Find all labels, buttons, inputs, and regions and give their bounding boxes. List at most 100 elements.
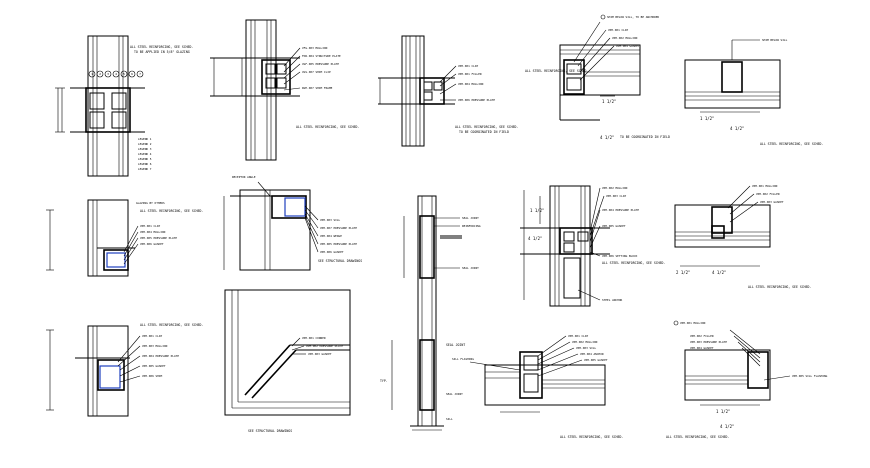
- svg-text:VPH-002 PRESSURE PLATE: VPH-002 PRESSURE PLATE: [306, 344, 343, 348]
- svg-text:7: 7: [139, 72, 141, 76]
- svg-text:2: 2: [99, 72, 101, 76]
- svg-text:VPH-004 MULLION: VPH-004 MULLION: [458, 82, 484, 86]
- svg-text:REINFORCING: REINFORCING: [462, 224, 481, 228]
- detail-14-callouts: SILL FLASHING VPH-001 CLIP VPH-002 MULLI…: [452, 334, 608, 377]
- svg-text:VFG-003 MULLION: VFG-003 MULLION: [302, 46, 328, 50]
- detail-10-sill-section: VPH-001 MULLION VPH-002 FILLER VPH-003 G…: [674, 184, 811, 289]
- detail-6-callouts: GLAZING BY OTHERS VPH-001 CLIP VPH-004 M…: [123, 201, 177, 265]
- svg-text:VPH-005 GASKET: VPH-005 GASKET: [584, 358, 608, 362]
- svg-text:VPH-005 PRESSURE PLATE: VPH-005 PRESSURE PLATE: [140, 236, 177, 240]
- svg-text:WVE-007 SHIM FRAME: WVE-007 SHIM FRAME: [302, 86, 333, 90]
- detail-9-dim-1: 1 1/2": [530, 208, 544, 213]
- svg-text:LEGEND 2: LEGEND 2: [138, 142, 152, 146]
- detail-13-callout-1: SEAL JOINT: [446, 392, 463, 396]
- svg-text:LEGEND 6: LEGEND 6: [138, 162, 152, 166]
- detail-9-callouts: VPH-002 MULLION VPH-003 CLIP VPH-004 PRE…: [577, 186, 639, 302]
- detail-7-callouts: RECEPTOR ANGLE VPH-003 SILL VPH-007 PRES…: [232, 175, 357, 254]
- detail-1-mullion-section: ALL STEEL REINFORCING, SEE SCHED. TO BE …: [55, 35, 193, 177]
- svg-text:VPH-003 SILL: VPH-003 SILL: [576, 346, 597, 350]
- detail-11-callouts: VPH-001 CLIP VPH-003 MULLION VPH-004 PRE…: [117, 334, 179, 383]
- svg-text:VPH-004 PRESSURE PLATE: VPH-004 PRESSURE PLATE: [142, 354, 179, 358]
- detail-1-marks: 1 2 3 4 5 6 7: [88, 70, 144, 78]
- svg-text:VPH-001 CLIP: VPH-001 CLIP: [608, 28, 629, 32]
- svg-text:VPH-001 CLIP: VPH-001 CLIP: [568, 334, 589, 338]
- svg-text:VPH-002 MULLION: VPH-002 MULLION: [612, 36, 638, 40]
- svg-text:VPH-003 GASKET: VPH-003 GASKET: [760, 200, 784, 204]
- svg-text:STEEL ANCHOR: STEEL ANCHOR: [602, 298, 623, 302]
- detail-11-jamb-section: VPH-001 CLIP VPH-003 MULLION VPH-004 PRE…: [46, 323, 203, 417]
- svg-text:VPH-002 FILLER: VPH-002 FILLER: [690, 334, 714, 338]
- detail-4-dim-2: 4 1/2": [600, 135, 614, 140]
- svg-text:LEGEND 5: LEGEND 5: [138, 157, 152, 161]
- svg-text:VPH-001 CLIP: VPH-001 CLIP: [140, 224, 161, 228]
- detail-4-callouts: SHIM BELOW SILL, TO BE ANCHORED VPH-001 …: [573, 14, 660, 81]
- svg-text:VPH-006 SETTING BLOCK: VPH-006 SETTING BLOCK: [602, 254, 638, 258]
- svg-text:SEAL JOINT: SEAL JOINT: [462, 216, 479, 220]
- detail-15-sill-section: VPH-001 MULLION VPH-002 FILLER VPH-003 P…: [666, 320, 828, 439]
- detail-2-note: ALL STEEL REINFORCING, SEE SCHED.: [296, 125, 359, 129]
- detail-14-note: ALL STEEL REINFORCING, SEE SCHED.: [560, 435, 623, 439]
- svg-text:VPH-003 MULLION: VPH-003 MULLION: [142, 344, 168, 348]
- svg-text:SEAL JOINT: SEAL JOINT: [462, 266, 479, 270]
- svg-text:VPH-001 CLIP: VPH-001 CLIP: [458, 64, 479, 68]
- svg-text:VPH-007 PRESSURE PLATE: VPH-007 PRESSURE PLATE: [320, 226, 357, 230]
- detail-10-dim-2: 4 1/2": [712, 270, 726, 275]
- svg-text:VPH-002 FILLER: VPH-002 FILLER: [756, 192, 780, 196]
- svg-text:SILL FLASHING: SILL FLASHING: [452, 357, 474, 361]
- svg-text:VGS-007 SHIM CLIP: VGS-007 SHIM CLIP: [302, 70, 331, 74]
- svg-text:6: 6: [131, 72, 133, 76]
- detail-8-callouts: SEAL JOINT REINFORCING SEAL JOINT: [434, 216, 481, 270]
- svg-text:VPH-004 PRESSURE PLATE: VPH-004 PRESSURE PLATE: [602, 208, 639, 212]
- svg-text:5: 5: [123, 72, 125, 76]
- svg-text:VPH-006 PRESSURE PLATE: VPH-006 PRESSURE PLATE: [458, 98, 495, 102]
- svg-text:VPH-004 GASKET: VPH-004 GASKET: [690, 346, 714, 350]
- detail-4-head-section: SHIM BELOW SILL, TO BE ANCHORED VPH-001 …: [525, 14, 670, 140]
- svg-text:LEGEND 7: LEGEND 7: [138, 167, 152, 171]
- svg-text:VGF-005 PRESSURE PLATE: VGF-005 PRESSURE PLATE: [302, 62, 339, 66]
- svg-text:VPH-006 GASKET: VPH-006 GASKET: [140, 242, 164, 246]
- detail-13-base: SEAL JOINT SEAL JOINT SILL: [446, 343, 465, 421]
- detail-4-dim-1: 1 1/2": [602, 99, 616, 104]
- detail-12-callouts: VPH-001 CORNER VPH-002 PRESSURE PLATE VP…: [291, 336, 343, 356]
- detail-12-corner-section: VPH-001 CORNER VPH-002 PRESSURE PLATE VP…: [224, 289, 351, 433]
- detail-5-dim-1: 1 1/2": [700, 116, 714, 121]
- detail-4-note-2: TO BE COORDINATED IN FIELD: [620, 135, 670, 139]
- svg-text:FOR-004 STRUCTURE PLATE: FOR-004 STRUCTURE PLATE: [302, 54, 341, 58]
- detail-14-sill-section: SILL FLASHING VPH-001 CLIP VPH-002 MULLI…: [452, 334, 623, 439]
- svg-text:SHIM BELOW SILL, TO BE ANCHORE: SHIM BELOW SILL, TO BE ANCHORED: [607, 15, 660, 19]
- detail-10-callouts: VPH-001 MULLION VPH-002 FILLER VPH-003 G…: [727, 184, 784, 223]
- detail-9-note: ALL STEEL REINFORCING, SEE SCHED.: [602, 261, 665, 265]
- svg-text:VPH-004 MULLION: VPH-004 MULLION: [140, 230, 166, 234]
- detail-8-note: TYP.: [380, 379, 388, 383]
- svg-text:VPH-004 ANCHOR: VPH-004 ANCHOR: [580, 352, 604, 356]
- svg-text:VPH-005 PRESSURE PLATE: VPH-005 PRESSURE PLATE: [320, 242, 357, 246]
- detail-15-dim-1: 1 1/2": [716, 409, 730, 414]
- svg-text:RECEPTOR ANGLE: RECEPTOR ANGLE: [232, 175, 256, 179]
- svg-text:VPH-006 SHIM: VPH-006 SHIM: [142, 374, 163, 378]
- detail-13-callout-2: SILL: [446, 417, 453, 421]
- detail-3-jamb-section: VPH-001 CLIP VPH-001 FILLER VPH-004 MULL…: [378, 35, 518, 147]
- svg-text:LEGEND 4: LEGEND 4: [138, 152, 152, 156]
- detail-1-legend: LEGEND 1 LEGEND 2 LEGEND 3 LEGEND 4 LEGE…: [138, 137, 152, 171]
- svg-text:VPH-004 WEDGE: VPH-004 WEDGE: [320, 234, 342, 238]
- detail-6-jamb-section: GLAZING BY OTHERS VPH-001 CLIP VPH-004 M…: [46, 199, 203, 277]
- detail-1-note-1: ALL STEEL REINFORCING, SEE SCHED.: [130, 45, 193, 49]
- svg-text:VPH-004 GASKET: VPH-004 GASKET: [616, 44, 640, 48]
- svg-text:VPH-001 CORNER: VPH-001 CORNER: [302, 336, 326, 340]
- svg-text:VPH-003 PRESSURE PLATE: VPH-003 PRESSURE PLATE: [690, 340, 727, 344]
- detail-8-vertical-elevation: SEAL JOINT REINFORCING SEAL JOINT TYP.: [380, 195, 481, 431]
- detail-13-note: SEAL JOINT: [446, 343, 465, 347]
- detail-2-mullion-section: VFG-003 MULLION FOR-004 STRUCTURE PLATE …: [210, 19, 359, 161]
- detail-15-dim-2: 4 1/2": [720, 424, 734, 429]
- detail-1-note-2: TO BE APPLIED IN 5/8" GLAZING: [134, 50, 190, 54]
- svg-text:GLAZING BY OTHERS: GLAZING BY OTHERS: [136, 201, 165, 205]
- detail-7-sill-section: RECEPTOR ANGLE VPH-003 SILL VPH-007 PRES…: [223, 175, 362, 271]
- svg-text:LEGEND 1: LEGEND 1: [138, 137, 152, 141]
- detail-11-note: ALL STEEL REINFORCING, SEE SCHED.: [140, 323, 203, 327]
- svg-text:VPH-001 MULLION: VPH-001 MULLION: [752, 184, 778, 188]
- svg-text:VPH-005 SILL FLASHING: VPH-005 SILL FLASHING: [792, 374, 828, 378]
- detail-3-note-2: TO BE COORDINATED IN FIELD: [459, 130, 509, 134]
- svg-text:VPH-006 GASKET: VPH-006 GASKET: [320, 250, 344, 254]
- svg-text:VPH-001 MULLION: VPH-001 MULLION: [680, 321, 706, 325]
